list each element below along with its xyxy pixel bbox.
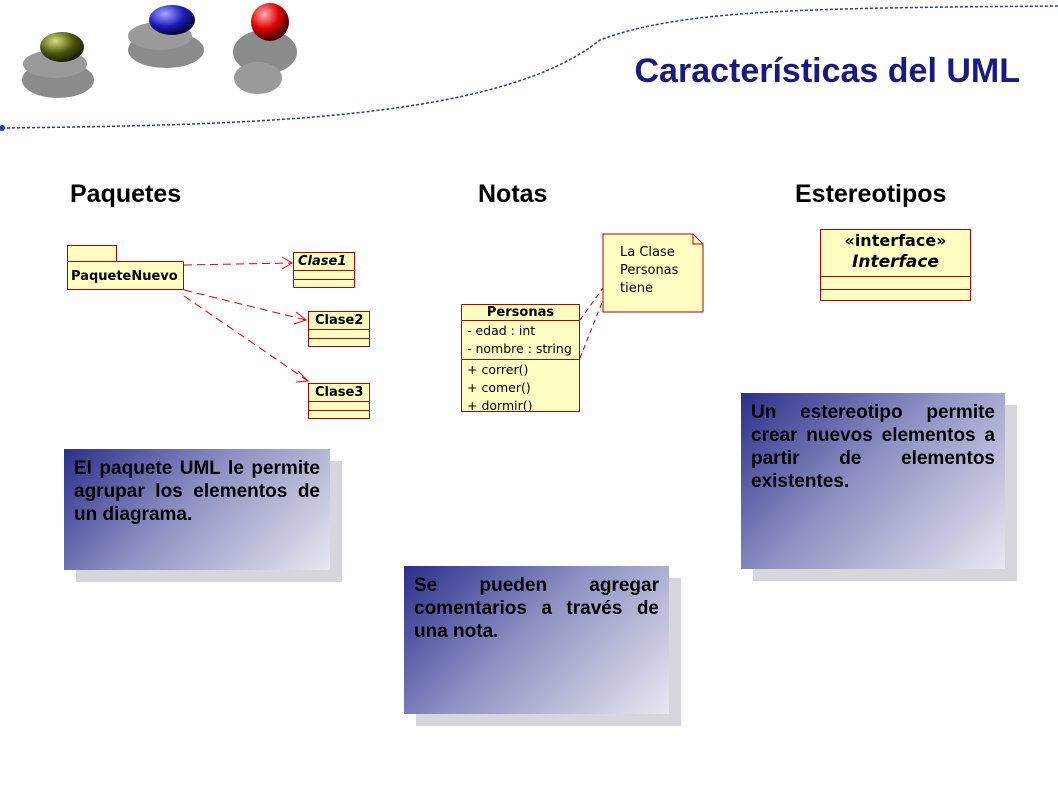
operation: + dormir() <box>467 398 533 413</box>
package-tab <box>67 245 117 262</box>
callout-paquetes: El paquete UML le permite agrupar los el… <box>64 449 330 570</box>
heading-estereotipos: Estereotipos <box>795 180 947 208</box>
callout-estereotipos: Un estereotipo permite crear nuevos elem… <box>741 393 1005 569</box>
header-decoration <box>0 0 1058 140</box>
stereotype-label: «interface» <box>844 231 947 250</box>
stereotype-name: Interface <box>852 252 939 272</box>
attribute: - edad : int <box>467 323 536 338</box>
callout-notas: Se pueden agregar comentarios a través d… <box>404 566 669 714</box>
package-name: PaqueteNuevo <box>71 269 178 284</box>
package-box: PaqueteNuevo <box>67 261 184 290</box>
attribute: - nombre : string <box>467 341 572 356</box>
note-line: tiene <box>620 281 653 296</box>
note-text: La Clase Personas tiene <box>620 244 678 298</box>
operation: + comer() <box>467 380 531 395</box>
class-box-3: Clase3 <box>308 383 370 419</box>
class-name: Personas <box>462 305 579 321</box>
notas-diagram: La Clase Personas tiene Personas - edad … <box>455 230 715 415</box>
attributes-section: - edad : int - nombre : string <box>462 321 579 360</box>
operation: + correr() <box>467 362 529 377</box>
class-box-2: Clase2 <box>308 311 370 347</box>
slide-title: Características del UML <box>634 52 1021 90</box>
class-box-1: Clase1 <box>293 252 355 288</box>
note-anchor <box>579 233 704 359</box>
class-name: Clase3 <box>309 384 369 402</box>
operations-section: + correr() + comer() + dormir() <box>462 360 579 416</box>
class-name: Clase2 <box>309 312 369 330</box>
sphere-red <box>251 3 289 41</box>
note-shape <box>602 233 704 313</box>
note-line: La Clase <box>620 245 675 260</box>
heading-notas: Notas <box>478 180 548 208</box>
dependency-arrows <box>183 256 310 383</box>
paquetes-diagram: PaqueteNuevo Clase1 Clase2 Clase3 <box>60 240 380 430</box>
sphere-olive <box>40 32 84 62</box>
sphere-blue <box>149 5 195 35</box>
class-personas: Personas - edad : int - nombre : string … <box>461 304 580 413</box>
class-name: Clase1 <box>294 253 354 271</box>
stereotype-class: «interface» Interface <box>820 229 971 301</box>
note-line: Personas <box>620 263 679 278</box>
header-curve <box>0 3 1058 131</box>
heading-paquetes: Paquetes <box>70 180 182 208</box>
stereotype-header: «interface» Interface <box>821 230 970 277</box>
